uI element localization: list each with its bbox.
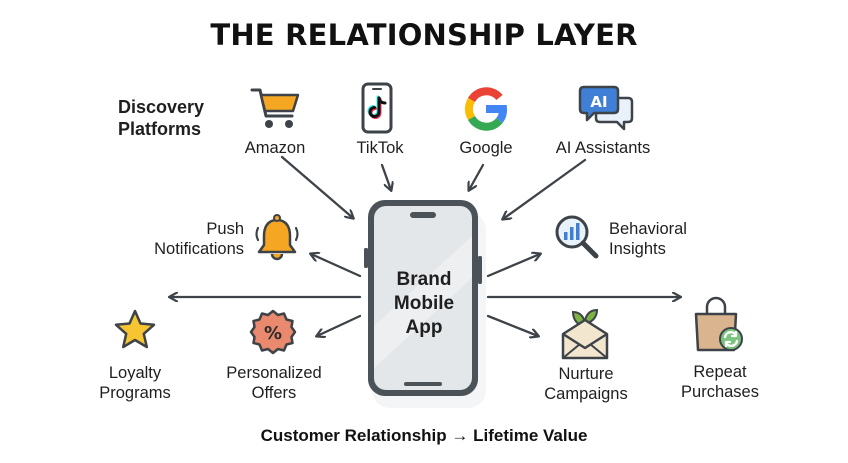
push-notifications-label: Push Notifications <box>120 219 244 259</box>
loyalty-programs-label: Loyalty Programs <box>85 363 185 403</box>
platform-amazon-label: Amazon <box>244 139 306 157</box>
svg-text:%: % <box>264 323 282 344</box>
nurture-line-2: Campaigns <box>544 385 628 403</box>
footer-caption: Customer Relationship → Lifetime Value <box>260 426 588 445</box>
percent-badge-icon: % <box>249 309 297 355</box>
google-icon <box>464 87 507 131</box>
offers-line-1: Personalized <box>226 364 322 382</box>
repeat-line-2: Purchases <box>681 383 759 401</box>
diagram-title: THE RELATIONSHIP LAYER <box>210 18 638 52</box>
arrow-app-to-push <box>311 254 362 278</box>
push-line-1: Push <box>206 220 244 238</box>
discovery-heading-line-1: Discovery <box>118 97 205 117</box>
center-line-1: Brand <box>396 269 452 290</box>
arrow-app-to-offers <box>317 314 362 336</box>
loyalty-line-2: Programs <box>99 384 171 402</box>
arrow-amazon-to-app <box>280 155 353 218</box>
smartphone-icon <box>364 200 486 408</box>
behavioral-insights-label: Behavioral Insights <box>609 219 719 259</box>
magnifier-chart-icon <box>555 215 599 259</box>
arrow-app-to-behavioral <box>486 254 540 278</box>
platform-tiktok-label: TikTok <box>356 139 404 157</box>
platform-ai-assistants-label: AI Assistants <box>555 139 651 157</box>
repeat-line-1: Repeat <box>693 363 747 381</box>
nurture-line-1: Nurture <box>558 365 614 383</box>
envelope-plant-icon <box>561 308 609 360</box>
svg-text:AI: AI <box>590 93 607 111</box>
discovery-heading-line-2: Platforms <box>118 119 202 139</box>
discovery-platforms-heading: Discovery Platforms <box>118 96 204 140</box>
platform-google-label: Google <box>459 139 513 157</box>
arrow-google-to-app <box>469 163 485 190</box>
nurture-campaigns-label: Nurture Campaigns <box>526 364 646 404</box>
shopping-bag-refresh-icon <box>694 296 743 352</box>
center-line-2: Mobile <box>393 293 455 314</box>
repeat-purchases-label: Repeat Purchases <box>662 362 778 402</box>
star-icon <box>114 309 156 349</box>
behavioral-line-2: Insights <box>609 240 666 258</box>
personalized-offers-label: Personalized Offers <box>214 363 334 403</box>
arrow-tiktok-to-app <box>380 163 391 190</box>
push-line-2: Notifications <box>154 240 244 258</box>
arrow-ai-to-app <box>503 158 587 219</box>
tiktok-icon <box>361 82 393 134</box>
center-line-3: App <box>405 317 443 338</box>
offers-line-2: Offers <box>251 384 297 402</box>
behavioral-line-1: Behavioral <box>609 220 687 238</box>
ai-chat-icon: AI <box>578 85 634 131</box>
bell-icon <box>255 214 299 261</box>
center-app-label: Brand Mobile App <box>372 268 476 340</box>
loyalty-line-1: Loyalty <box>108 364 162 382</box>
shopping-cart-icon <box>250 88 300 128</box>
arrow-app-to-nurture <box>486 314 538 336</box>
